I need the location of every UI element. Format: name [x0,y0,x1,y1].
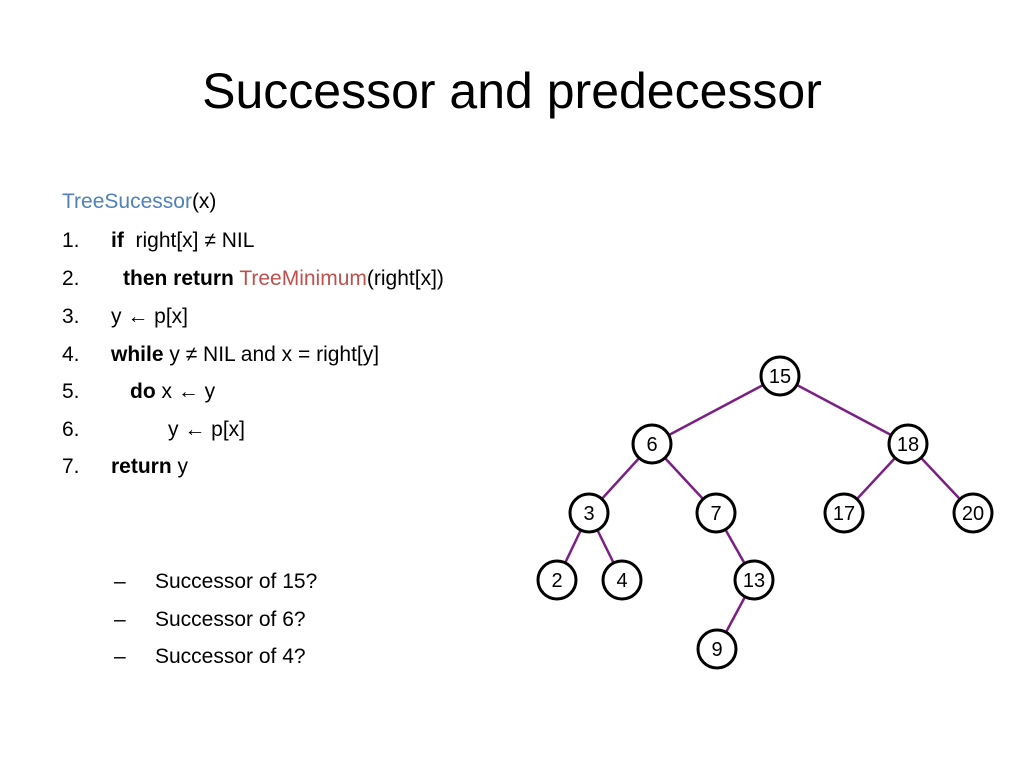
step-number: 5. [62,380,80,403]
tree-edges [555,374,974,650]
tree-edge-15-6 [651,374,781,446]
function-name: TreeSucessor [62,190,192,213]
tree-node-18: 18 [887,423,929,465]
node-label: 13 [743,570,765,592]
step-number: 2. [62,267,80,290]
node-label: 4 [616,570,627,592]
code-text: y ← p[x] [168,418,246,441]
keyword: if [111,229,124,252]
function-params: (x) [191,190,217,213]
step-code: y ← p[x] [111,305,188,329]
algorithm-header: TreeSucessor(x) [62,187,216,217]
code-text: y [171,455,189,478]
step-number: 1. [62,229,80,252]
keyword: return [111,455,172,478]
node-label: 7 [710,503,721,525]
tree-node-3: 3 [568,492,610,534]
step-code: return y [111,455,188,479]
code-text: y ← p[x] [111,305,189,328]
keyword: do [130,380,156,403]
node-circle [952,492,994,534]
node-circle [601,559,643,601]
tree-node-20: 20 [952,492,994,534]
node-label: 17 [833,503,855,525]
keyword: then return [123,267,234,290]
bullet-dash: – [114,645,126,668]
bullet-dash: – [114,608,126,631]
tree-node-2: 2 [536,559,578,601]
node-label: 9 [711,639,722,661]
tree-nodes: 15 6 18 3 7 17 20 2 4 13 9 [536,355,994,670]
node-label: 2 [551,570,562,592]
code-text: y ≠ NIL and x = right[y] [163,343,380,366]
step-number: 6. [62,418,80,441]
tree-node-7: 7 [695,492,737,534]
step-code: y ← p[x] [168,418,245,442]
step-number: 3. [62,305,80,328]
node-circle [887,423,929,465]
bullet-dash: – [114,570,126,593]
question-text: Successor of 6? [155,608,306,631]
tree-node-13: 13 [733,559,775,601]
keyword: while [111,343,164,366]
node-label: 15 [769,366,791,388]
node-circle [536,559,578,601]
node-circle [695,492,737,534]
node-circle [568,492,610,534]
code-text: (right[x]) [366,267,444,290]
code-text: right[x] ≠ NIL [123,229,255,252]
tree-node-6: 6 [631,423,673,465]
tree-node-4: 4 [601,559,643,601]
step-number: 7. [62,455,80,478]
step-code: while y ≠ NIL and x = right[y] [111,343,379,367]
node-label: 18 [897,434,919,456]
node-circle [631,423,673,465]
step-code: do x ← y [130,380,215,404]
tree-node-17: 17 [823,492,865,534]
step-code: if right[x] ≠ NIL [111,229,254,253]
question-text: Successor of 15? [155,570,318,593]
node-circle [733,559,775,601]
step-code: then return TreeMinimum(right[x]) [123,267,444,291]
tree-node-9: 9 [696,628,738,670]
code-text: x ← y [155,380,216,403]
question-text: Successor of 4? [155,645,306,668]
node-label: 6 [646,434,657,456]
node-label: 20 [962,503,984,525]
node-circle [696,628,738,670]
tree-edge-15-18 [779,374,909,446]
slide-title: Successor and predecessor [202,63,822,119]
function-call: TreeMinimum [239,267,367,290]
node-circle [823,492,865,534]
node-circle [759,355,801,397]
tree-node-15: 15 [759,355,801,397]
step-number: 4. [62,343,80,366]
node-label: 3 [583,503,594,525]
